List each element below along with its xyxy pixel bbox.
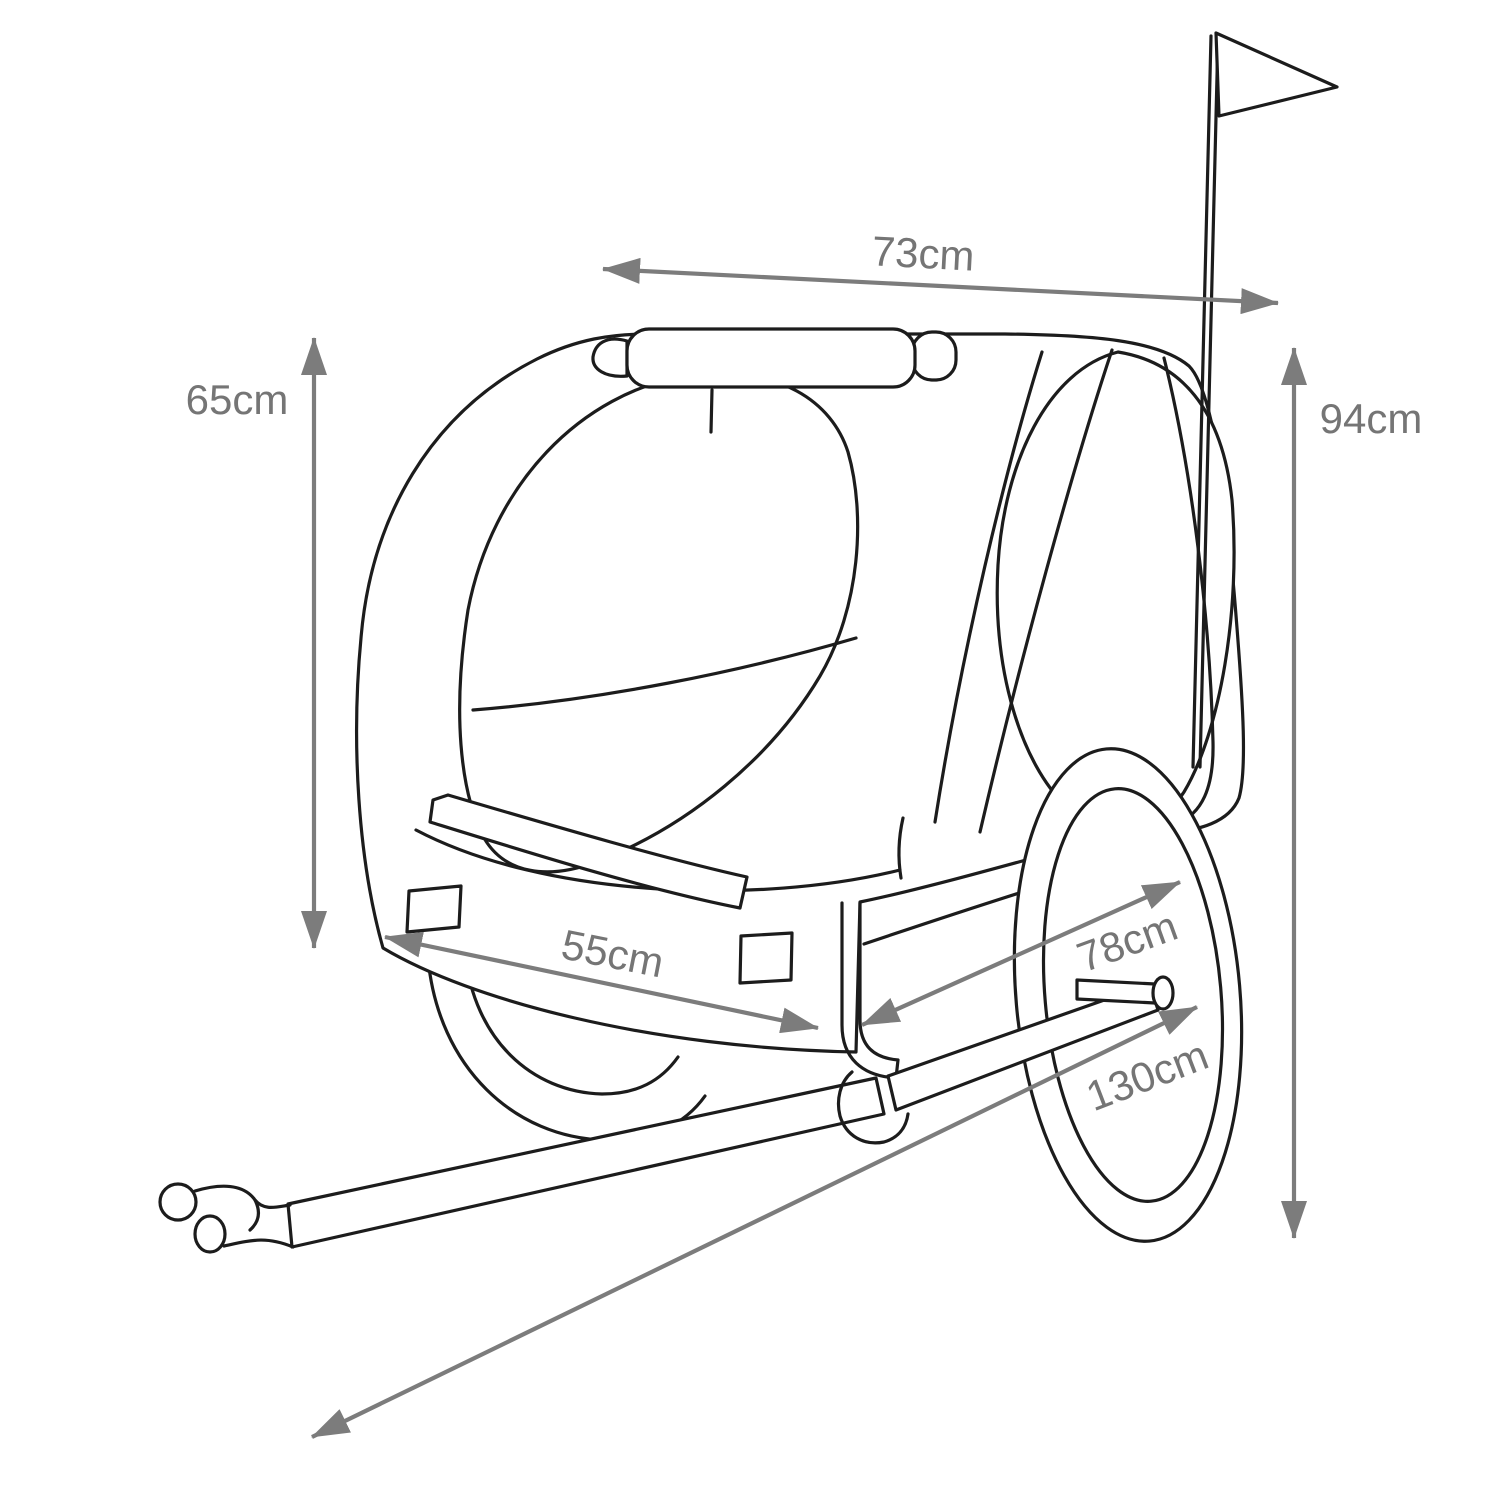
hitch-arm — [286, 1076, 886, 1249]
dimension-arrow-inner-diagonal — [861, 880, 1181, 1027]
dimension-label-overall-height: 94cm — [1320, 395, 1423, 442]
flag-pole — [1191, 34, 1213, 769]
handle-right-cap — [910, 330, 958, 382]
axle-pin — [1151, 975, 1175, 1011]
flag-pennant — [1214, 31, 1339, 118]
dimension-arrow-overall-length — [311, 1005, 1198, 1439]
handle-left-cap — [591, 337, 629, 378]
window-hanger-seam — [709, 388, 714, 434]
dimension-arrow-top-width — [602, 257, 1279, 315]
front-window-seam — [471, 636, 858, 712]
axle-slot — [1075, 978, 1157, 1005]
flag-pole — [1198, 34, 1220, 769]
rear-seam — [1162, 356, 1215, 826]
hitch-coupler — [158, 1182, 295, 1254]
bumper-strip — [428, 793, 749, 910]
dimension-label-front-height: 65cm — [186, 376, 289, 423]
pillar-seam-right — [978, 348, 1114, 834]
dimension-label-top-width: 73cm — [871, 227, 976, 279]
reflector — [405, 884, 463, 934]
handlebar — [591, 327, 958, 389]
handle-grip — [625, 327, 917, 389]
corner-notch — [897, 816, 905, 880]
safety-flag-icon — [1191, 31, 1339, 769]
reflector — [738, 931, 794, 985]
pillar-seam-left — [933, 350, 1044, 824]
